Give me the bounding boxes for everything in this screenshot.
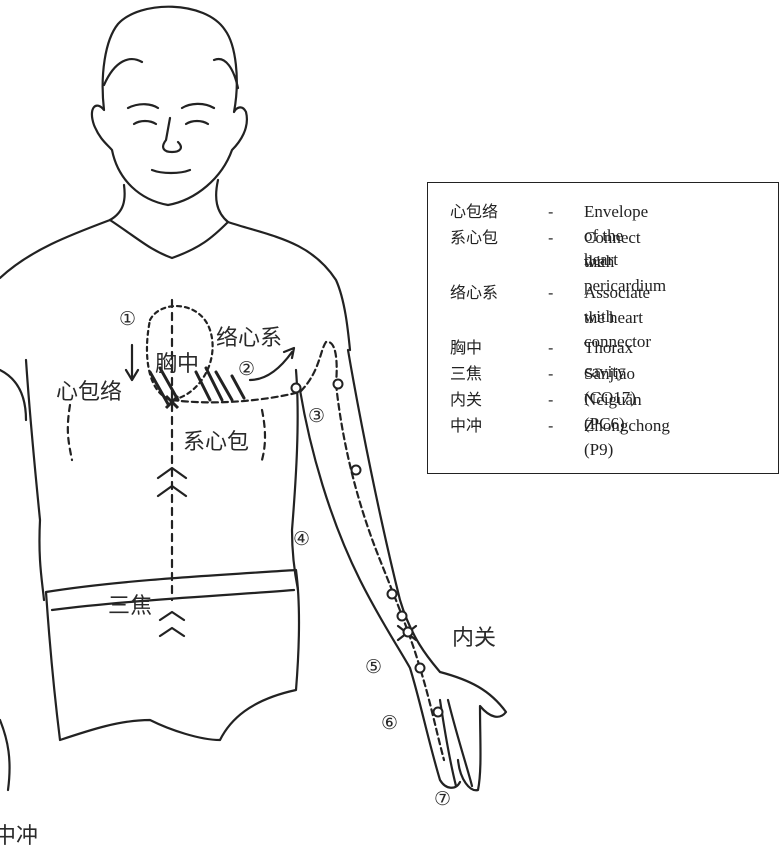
left-torso [26,360,44,600]
step-number-1: ① [119,310,136,329]
hair-line [104,59,238,88]
step-number-7: ⑦ [434,790,451,809]
legend-term: 内关 [450,388,540,412]
shorts [46,570,299,740]
legend-term: 三焦 [450,362,540,386]
eyes [134,121,208,124]
legend-term: 系心包 [450,226,540,250]
legend-dash: - [548,388,553,412]
label-sanjiao: 三焦 [108,588,152,620]
head-outline [92,7,247,205]
fingers [440,700,472,786]
label-zhongchong: 中冲 [0,818,38,850]
acupoint [388,590,397,599]
legend-dash: - [548,226,553,250]
label-luoxinxi: 络心系 [216,320,282,352]
legend-term: 络心系 [450,281,540,305]
legend-term: 中冲 [450,414,540,438]
neck [110,180,228,222]
acupoint [292,384,301,393]
label-xixinbao: 系心包 [183,424,249,456]
acupoint [404,628,413,637]
collar [110,220,228,258]
acupoint [416,664,425,673]
step-number-3: ③ [308,407,325,426]
legend-dash: - [548,414,553,438]
eyebrows [128,104,214,108]
step-number-6: ⑥ [381,714,398,733]
step-number-4: ④ [293,530,310,549]
chest-right [262,410,265,460]
nose [163,118,181,152]
mouth [152,170,190,173]
arrow-1 [126,345,138,380]
legend-dash: - [548,336,553,360]
legend-term: 胸中 [450,336,540,360]
left-arm [0,370,26,790]
arrow-2 [250,348,294,380]
acupoint [352,466,361,475]
acupoint [398,612,407,621]
legend-dash: - [548,281,553,305]
acupoint [434,708,443,717]
label-neiguan: 内关 [452,620,496,652]
right-torso [292,370,298,590]
chest-left [68,405,72,460]
legend-dash: - [548,200,553,224]
step-number-5: ⑤ [365,658,382,677]
legend-term: 心包络 [450,200,540,224]
label-xiongzhong: 胸中 [155,346,199,378]
left-shoulder [0,220,110,278]
legend-dash: - [548,362,553,386]
legend-box: 心包络 - Envelope of the heart 系心包 - Connec… [427,182,779,474]
legend-meaning: Zhongchong (P9) [584,414,670,462]
acupoint [334,380,343,389]
step-number-2: ② [238,360,255,379]
label-xinbaoluo: 心包络 [56,374,122,406]
